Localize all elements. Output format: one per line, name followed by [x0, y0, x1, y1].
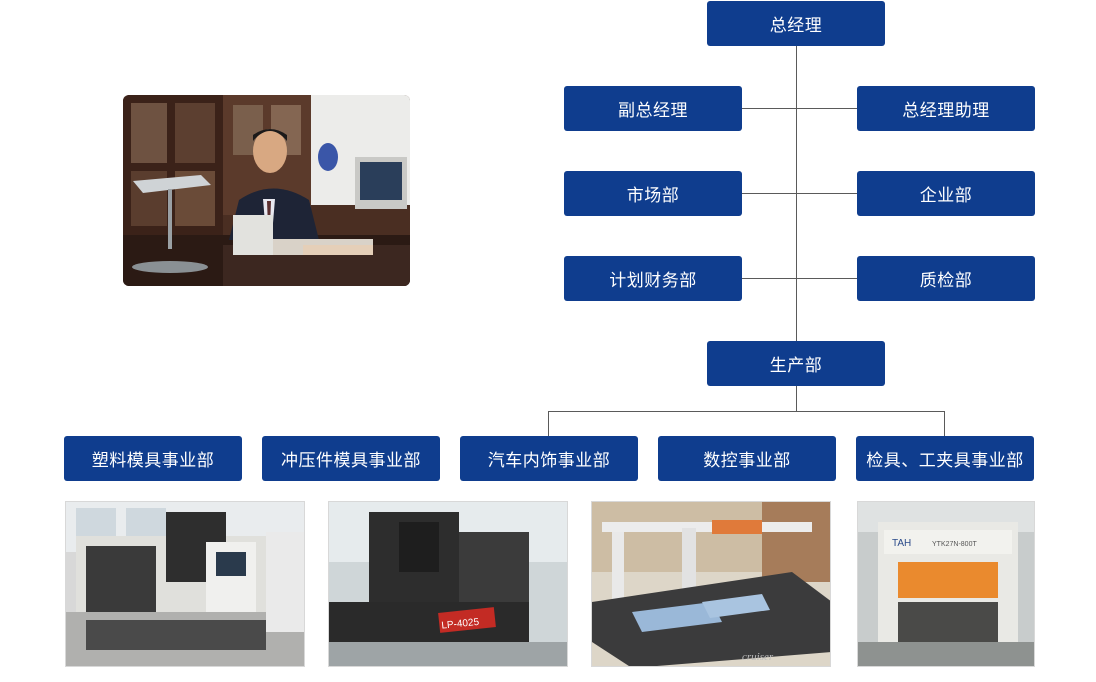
connector-row3: [741, 278, 857, 279]
executive-portrait-photo: [123, 95, 410, 286]
node-gm-assistant: 总经理助理: [857, 86, 1035, 131]
node-division-auto-interior: 汽车内饰事业部: [460, 436, 638, 481]
connector-production-down: [796, 386, 797, 411]
machine-brand-text: TAH: [892, 538, 911, 549]
node-market-dept: 市场部: [564, 171, 742, 216]
node-quality-dept: 质检部: [857, 256, 1035, 301]
machine-photo-cmm: cruiser: [591, 501, 831, 667]
machine-photo-cnc-vertical: [65, 501, 305, 667]
node-division-cnc: 数控事业部: [658, 436, 836, 481]
machine-brand-text: cruiser: [742, 651, 774, 663]
node-division-plastic-mold: 塑料模具事业部: [64, 436, 242, 481]
machine-photo-gantry-mill: LP-4025: [328, 501, 568, 667]
machine-photo-hydraulic-press: TAH YTK27N-800T: [857, 501, 1035, 667]
node-deputy-general-manager: 副总经理: [564, 86, 742, 131]
connector-division-3-down: [548, 411, 549, 436]
node-production-dept: 生产部: [707, 341, 885, 386]
node-finance-dept: 计划财务部: [564, 256, 742, 301]
connector-row2: [741, 193, 857, 194]
node-general-manager: 总经理: [707, 1, 885, 46]
machine-badge-text: LP-4025: [441, 617, 480, 632]
connector-row1: [741, 108, 857, 109]
connector-divisions-horizontal: [548, 411, 945, 412]
machine-model-text: YTK27N-800T: [932, 541, 977, 548]
node-division-fixtures: 检具、工夹具事业部: [856, 436, 1034, 481]
node-enterprise-dept: 企业部: [857, 171, 1035, 216]
connector-division-5-down: [944, 411, 945, 436]
node-division-stamping-mold: 冲压件模具事业部: [262, 436, 440, 481]
